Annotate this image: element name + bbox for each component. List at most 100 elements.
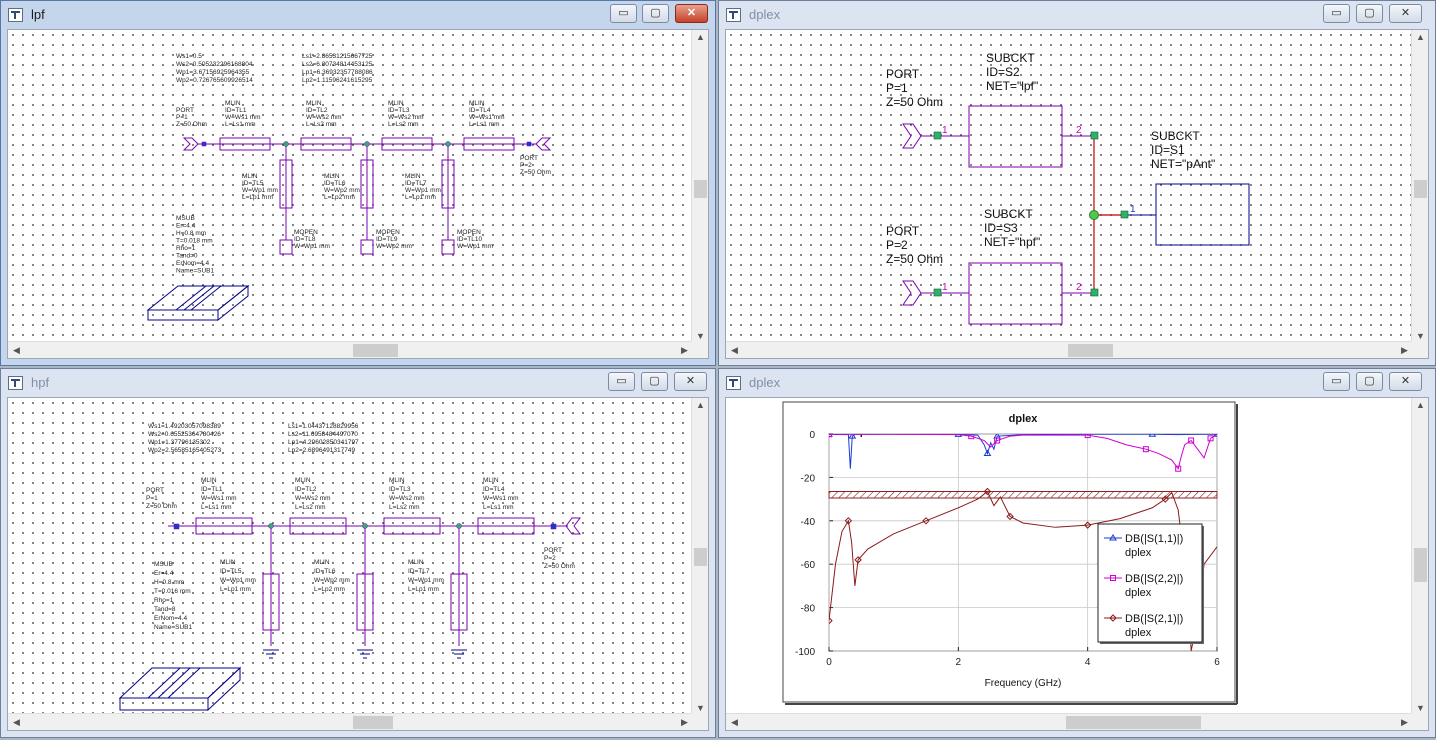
port1-symbol — [182, 137, 199, 151]
x-tick-label: 4 — [1085, 657, 1091, 668]
legend-source: dplex — [1125, 587, 1152, 599]
hpf-maximize-button[interactable]: ▢ — [641, 372, 668, 391]
hpf-minimize-button[interactable]: ▭ — [608, 372, 635, 391]
mlin-label: W=Ws1 mm — [201, 495, 237, 502]
lpf-horizontal-scrollbar[interactable]: ◀ ▶ — [8, 341, 693, 358]
dplex-close-button[interactable]: ✕ — [1389, 4, 1422, 23]
graph-hscroll-thumb[interactable] — [1066, 716, 1201, 729]
schematic-icon — [8, 8, 23, 22]
graph-minimize-button[interactable]: ▭ — [1323, 372, 1350, 391]
dplex-vscroll-thumb[interactable] — [1414, 180, 1427, 198]
lpf-vscroll-thumb[interactable] — [694, 180, 707, 198]
lpf-close-button[interactable]: ✕ — [675, 4, 708, 23]
hpf-hscroll-thumb[interactable] — [353, 716, 393, 729]
dplex-vertical-scrollbar[interactable]: ▲ ▼ — [1411, 30, 1428, 343]
hpf-schematic: Ws1=1.49203057098389Ws2=0.65525364780426… — [118, 423, 581, 712]
msub-label: ErNom=4.4 — [176, 260, 209, 267]
mopen-label: W=Wp1 mm — [294, 243, 330, 250]
msub-label: Tand=8 — [154, 606, 176, 613]
msub-label: MSUB — [176, 215, 195, 222]
dplex-schematic-window[interactable]: dplex ▭ ▢ ✕ — [718, 0, 1436, 366]
msub-label: T=0.018 mm — [176, 238, 213, 245]
substrate-icon — [146, 284, 250, 322]
y-tick-label: -80 — [801, 604, 816, 615]
port-label: PORT — [520, 155, 538, 162]
mopen-label: ID=TL8 — [294, 236, 316, 243]
graph-vertical-scrollbar[interactable]: ▲ ▼ — [1411, 398, 1428, 715]
series-marker — [922, 517, 930, 525]
series-marker — [1084, 434, 1091, 439]
graph-maximize-button[interactable]: ▢ — [1356, 372, 1383, 391]
mlin-label: L=Ls2 mm — [389, 504, 420, 511]
y-tick-label: 0 — [809, 430, 815, 441]
mopen-label: ID=TL9 — [376, 236, 398, 243]
mlin-label: L=Ls2 mm — [295, 504, 326, 511]
lpf-titlebar[interactable]: lpf ▭ ▢ ✕ — [1, 1, 715, 29]
mlin-label: L=Lp1 mm — [220, 586, 251, 593]
hpf-close-button[interactable]: ✕ — [674, 372, 707, 391]
lpf-vertical-scrollbar[interactable]: ▲ ▼ — [691, 30, 708, 343]
hpf-titlebar[interactable]: hpf ▭ ▢ ✕ — [1, 369, 715, 397]
msub-label: H=0.8 mm — [176, 230, 206, 237]
dplex-minimize-button[interactable]: ▭ — [1323, 4, 1350, 23]
pin-label: 2 — [1076, 282, 1082, 293]
subckt-label: SUBCKT — [1151, 129, 1200, 143]
port2-symbol — [535, 137, 552, 151]
dplex-maximize-button[interactable]: ▢ — [1356, 4, 1383, 23]
series-marker — [829, 616, 833, 625]
mlin-label: MLIN — [314, 559, 330, 566]
x-tick-label: 6 — [1214, 657, 1220, 668]
dplex-hscroll-thumb[interactable] — [1068, 344, 1113, 357]
port-label: P=1 — [146, 495, 158, 502]
legend-marker — [1110, 575, 1116, 581]
equation-text: Wp2=2.56585165405273 — [148, 447, 222, 454]
msub-label: Tand=0 — [176, 253, 198, 260]
lpf-minimize-button[interactable]: ▭ — [610, 4, 637, 23]
mlin-label: L=Lp2 mm — [314, 586, 345, 593]
legend-source: dplex — [1125, 547, 1152, 559]
lpf-maximize-button[interactable]: ▢ — [642, 4, 669, 23]
mlin-label: MLIN — [469, 100, 485, 107]
port-label: PORT — [886, 224, 920, 238]
dplex-schematic-titlebar[interactable]: dplex ▭ ▢ ✕ — [719, 1, 1435, 29]
mlin-label: ID=TL6 — [314, 568, 336, 575]
dplex-graph-titlebar[interactable]: dplex ▭ ▢ ✕ — [719, 369, 1435, 397]
y-tick-label: -100 — [795, 647, 815, 658]
subckt-s1-box — [1155, 183, 1250, 246]
mlin-label: L=Lp1 mm — [408, 586, 439, 593]
port-label: P=1 — [886, 81, 908, 95]
hpf-vertical-scrollbar[interactable]: ▲ ▼ — [691, 398, 708, 715]
series-marker — [1006, 512, 1014, 521]
mlin-label: ID=TL7 — [405, 180, 427, 187]
lpf-hscroll-thumb[interactable] — [353, 344, 398, 357]
mlin-label: W=Ws1 mm — [469, 114, 505, 121]
equation-text: Ls2=11.6958484497070 — [288, 431, 358, 438]
subckt-label: NET="pAnt" — [1151, 157, 1215, 171]
series-marker — [1207, 435, 1214, 442]
legend-entry: DB(|S(1,1)|) — [1125, 533, 1183, 545]
mlin-label: L=Ls1 mm — [225, 121, 256, 128]
mopen-label: MOPEN — [376, 229, 400, 236]
equation-text: Wp1=3.67156925964355 — [176, 69, 250, 76]
dplex-graph-title: dplex — [749, 375, 781, 390]
subckt-label: ID=S2 — [986, 65, 1020, 79]
graph-close-button[interactable]: ✕ — [1389, 372, 1422, 391]
spec-band — [828, 491, 1218, 499]
hpf-vscroll-thumb[interactable] — [694, 548, 707, 566]
legend-marker — [1109, 614, 1117, 622]
graph-horizontal-scrollbar[interactable]: ◀ ▶ — [726, 713, 1413, 730]
dplex-horizontal-scrollbar[interactable]: ◀ ▶ — [726, 341, 1413, 358]
graph-vscroll-thumb[interactable] — [1414, 548, 1427, 582]
mlin-label: ID=TL1 — [225, 107, 247, 114]
mlin-label: W=Ws2 mm — [389, 495, 425, 502]
mlin-label: MLIN — [225, 100, 241, 107]
port-label: PORT — [176, 107, 194, 114]
hpf-horizontal-scrollbar[interactable]: ◀ ▶ — [8, 713, 693, 730]
